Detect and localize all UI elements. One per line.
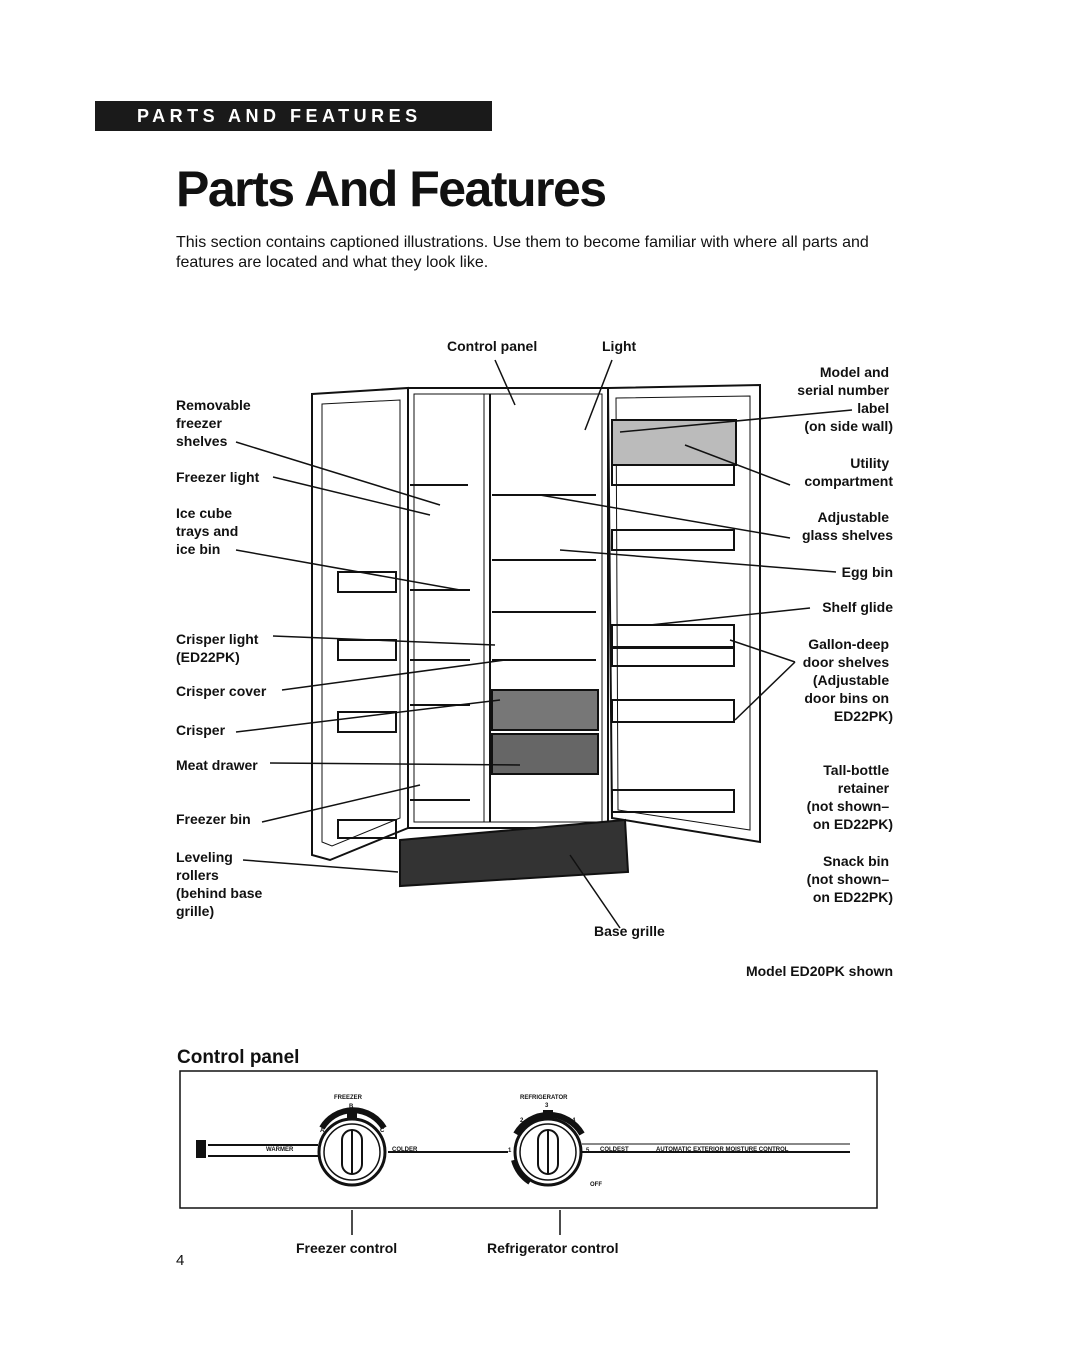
label-tall-bottle-retainer: Tall-bottle retainer (not shown– on ED22… bbox=[807, 762, 893, 832]
freezer-mark-a: A bbox=[320, 1128, 325, 1134]
refrigerator-control-label: Refrigerator control bbox=[487, 1240, 618, 1256]
refrigerator-illustration bbox=[311, 383, 761, 888]
label-light: Light bbox=[602, 338, 637, 354]
control-panel-heading: Control panel bbox=[177, 1047, 300, 1068]
label-snack-bin: Snack bin (not shown– on ED22PK) bbox=[807, 853, 893, 905]
label-leveling-rollers: Leveling rollers (behind base grille) bbox=[176, 849, 266, 919]
freezer-warmer-label: WARMER bbox=[266, 1147, 294, 1153]
refrigerator-mark-1: 1 bbox=[508, 1148, 512, 1154]
freezer-colder-label: COLDER bbox=[392, 1147, 418, 1153]
refrigerator-mark-4: 4 bbox=[572, 1118, 576, 1124]
label-adjustable-glass-shelves: Adjustable glass shelves bbox=[802, 509, 893, 543]
diagram-caption: Model ED20PK shown bbox=[746, 963, 893, 979]
freezer-mark-b: B bbox=[349, 1104, 354, 1110]
intro-paragraph: This section contains captioned illustra… bbox=[176, 234, 869, 271]
freezer-control-dial[interactable] bbox=[317, 1107, 387, 1187]
label-crisper-light: Crisper light (ED22PK) bbox=[176, 631, 262, 665]
label-control-panel: Control panel bbox=[447, 338, 537, 354]
label-crisper: Crisper bbox=[176, 722, 226, 738]
page-title: Parts And Features bbox=[176, 161, 607, 217]
refrigerator-coldest-label: COLDEST bbox=[600, 1147, 629, 1153]
refrigerator-dial-title: REFRIGERATOR bbox=[520, 1095, 568, 1101]
freezer-dial-title: FREEZER bbox=[334, 1095, 363, 1101]
refrigerator-control-dial[interactable] bbox=[511, 1110, 585, 1187]
moisture-control-text: AUTOMATIC EXTERIOR MOISTURE CONTROL bbox=[656, 1147, 789, 1153]
freezer-mark-c: C bbox=[380, 1128, 385, 1134]
label-gallon-deep-door-shelves: Gallon-deep door shelves (Adjustable doo… bbox=[803, 636, 893, 724]
refrigerator-mark-2: 2 bbox=[520, 1118, 524, 1124]
label-base-grille: Base grille bbox=[594, 923, 665, 939]
page-number: 4 bbox=[176, 1252, 185, 1269]
section-banner: PARTS AND FEATURES bbox=[95, 101, 492, 131]
label-model-serial: Model and serial number label (on side w… bbox=[797, 364, 893, 434]
label-crisper-cover: Crisper cover bbox=[176, 683, 267, 699]
label-meat-drawer: Meat drawer bbox=[176, 757, 258, 773]
label-egg-bin: Egg bin bbox=[842, 564, 893, 580]
label-ice-cube-trays: Ice cube trays and ice bin bbox=[176, 505, 242, 557]
label-shelf-glide: Shelf glide bbox=[822, 599, 893, 615]
label-removable-freezer-shelves: Removable freezer shelves bbox=[176, 397, 255, 449]
label-freezer-bin: Freezer bin bbox=[176, 811, 251, 827]
control-panel-illustration: FREEZER REFRIGERATOR WARMER COLDER COLDE… bbox=[179, 1070, 878, 1256]
label-utility-compartment: Utility compartment bbox=[804, 455, 893, 489]
leader-lines bbox=[235, 359, 853, 929]
freezer-control-label: Freezer control bbox=[296, 1240, 397, 1256]
refrigerator-mark-5: 5 bbox=[586, 1148, 590, 1154]
refrigerator-off-label: OFF bbox=[590, 1182, 602, 1188]
label-freezer-light: Freezer light bbox=[176, 469, 260, 485]
refrigerator-mark-3: 3 bbox=[545, 1103, 549, 1109]
